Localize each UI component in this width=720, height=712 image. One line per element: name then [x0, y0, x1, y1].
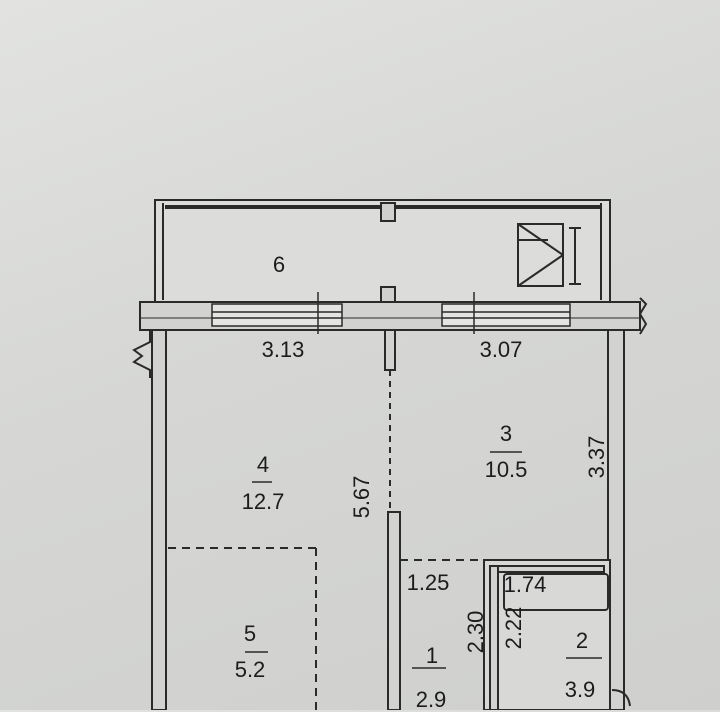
partition-wall: [384, 329, 401, 710]
bathtub-icon: [503, 573, 609, 611]
room-6-number: 6: [272, 252, 286, 277]
room-3-number: 3: [499, 421, 513, 446]
room-5-number: 5: [243, 621, 257, 646]
dimension-wall-middle: 5.67: [349, 475, 374, 519]
room-5-area: 5.2: [234, 657, 266, 682]
dimension-bath-width: 1.74: [503, 572, 547, 597]
bathroom-walls: [400, 559, 611, 710]
room-1-number: 1: [425, 643, 439, 668]
room-5-boundary: [168, 547, 317, 710]
dimension-window-left: 3.13: [261, 337, 305, 362]
ventilation-shaft-icon: [517, 223, 581, 287]
wall-break-marks: [132, 297, 648, 378]
room-3-area: 10.5: [484, 457, 528, 482]
dimension-wall-right: 3.37: [584, 435, 609, 479]
room-4-area: 12.7: [241, 489, 285, 514]
door-opening-icon: [611, 689, 631, 707]
dimension-hall-width: 1.25: [406, 570, 450, 595]
room-1-area: 2.9: [415, 687, 447, 712]
dimension-bath-height: 2.22: [501, 606, 526, 650]
dimension-hall-height: 2.30: [463, 610, 488, 654]
window-icon: [211, 292, 571, 334]
room-4-number: 4: [256, 452, 270, 477]
dimension-lines: [245, 451, 602, 669]
apartment-walls: [151, 329, 625, 710]
balcony-outline: [154, 199, 611, 306]
room-2-area: 3.9: [564, 677, 596, 702]
room-2-number: 2: [575, 628, 589, 653]
dimension-window-right: 3.07: [479, 337, 523, 362]
